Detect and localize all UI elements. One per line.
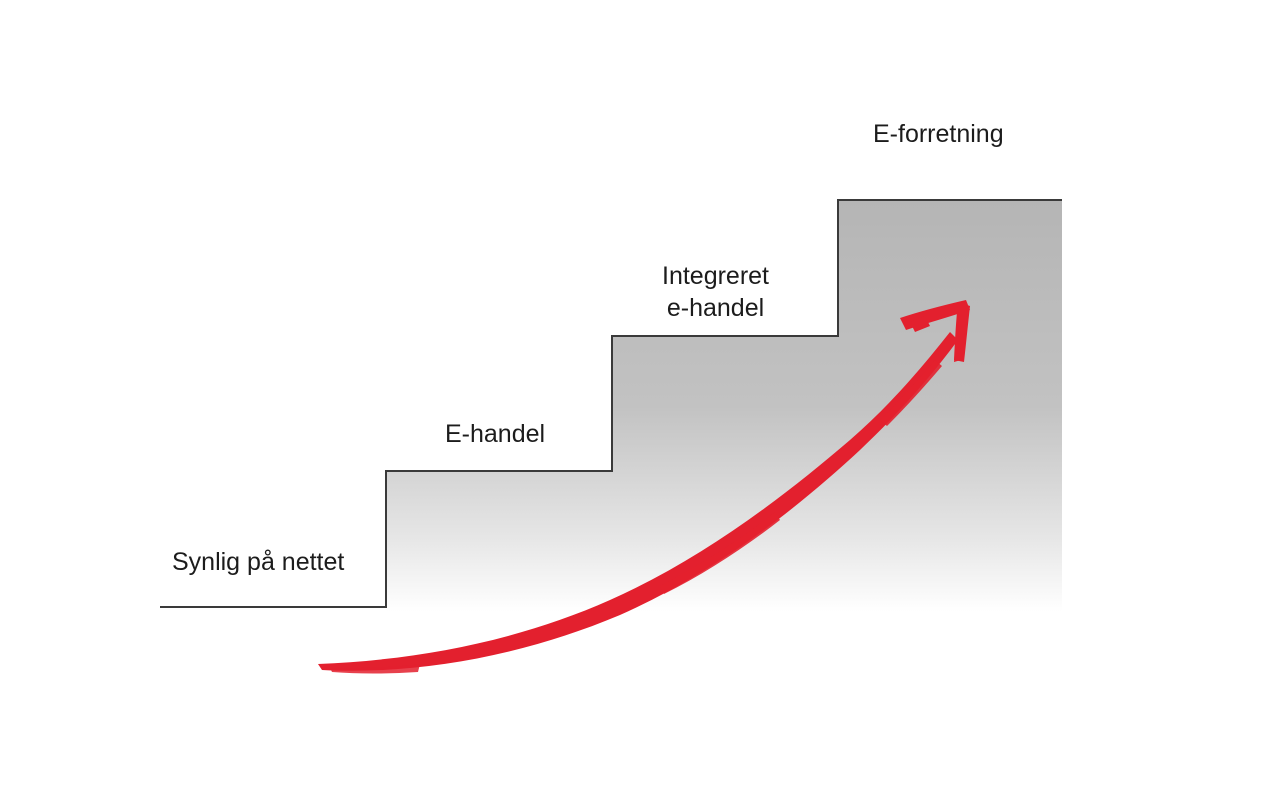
step-label-integreret-e-handel: Integreret e-handel	[662, 260, 769, 324]
step-label-line: Integreret	[662, 262, 770, 290]
step-label-line: e-handel	[666, 294, 765, 322]
step-label-synlig-paa-nettet: Synlig på nettet	[172, 548, 345, 576]
stair-outline	[160, 199, 1062, 608]
step-label-e-handel: E-handel	[445, 420, 546, 448]
step-label-e-forretning: E-forretning	[873, 120, 1004, 148]
growth-arrow-icon	[318, 300, 970, 674]
stair-fill	[386, 200, 1062, 612]
